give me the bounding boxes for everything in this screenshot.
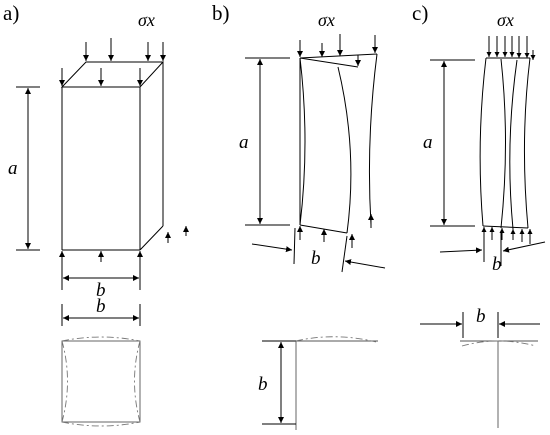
top-stress-arrows [59, 38, 166, 86]
height-dimension [16, 86, 40, 251]
panel-c-height-label: a [423, 132, 433, 153]
panel-a: a) σx [3, 1, 189, 427]
panel-a-stress-label: σx [138, 10, 155, 30]
panel-a-width-label: b [96, 280, 106, 301]
width-dimension-c [439, 230, 546, 266]
height-dimension-b [245, 57, 290, 226]
panel-c-stress-label: σx [497, 10, 514, 30]
panel-c-section-label: b [476, 306, 486, 327]
panel-c: c) σx [412, 1, 546, 428]
panel-b-label: b) [212, 1, 230, 25]
panel-a-section-label: b [96, 296, 106, 317]
cross-section-c [420, 312, 540, 428]
height-dimension-c [430, 59, 475, 227]
panel-a-label: a) [3, 1, 19, 25]
plate-box [60, 61, 165, 251]
cross-section-dimension [61, 304, 141, 326]
panel-c-width-label: b [492, 254, 502, 275]
panel-c-label: c) [412, 1, 428, 25]
panel-b-width-label: b [311, 248, 321, 269]
cross-section-b [262, 336, 378, 430]
bottom-stress-arrows [59, 226, 189, 262]
buckled-plate-c [479, 57, 531, 230]
panel-b-height-label: a [239, 132, 249, 153]
panel-b: b) σx [212, 1, 386, 430]
top-stress-arrows-c [486, 36, 536, 60]
buckled-plate-b [299, 53, 378, 234]
top-stress-arrows-b [297, 34, 378, 66]
bottom-stress-arrows-c [481, 227, 533, 244]
width-dimension [61, 262, 141, 290]
bottom-stress-arrows-b [297, 214, 374, 248]
width-dimension-b [251, 227, 386, 273]
panel-b-stress-label: σx [318, 10, 335, 30]
panel-a-height-label: a [8, 158, 18, 179]
panel-b-section-label: b [258, 374, 268, 395]
cross-section [61, 336, 141, 427]
